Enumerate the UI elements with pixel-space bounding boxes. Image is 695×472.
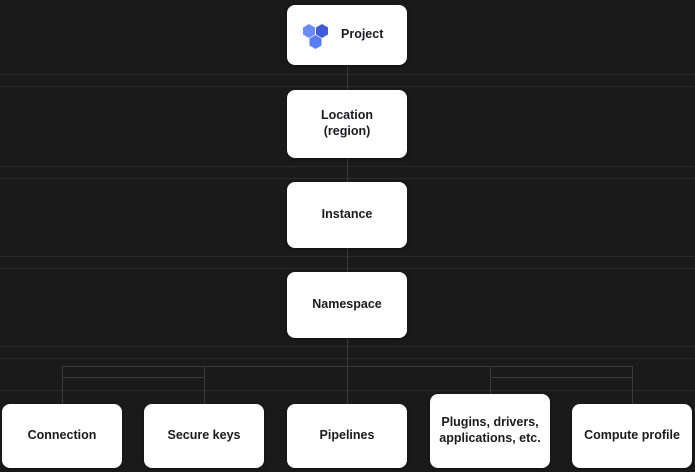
node-label-plugins: Plugins, drivers, applications, etc. (439, 415, 541, 445)
node-connection[interactable]: Connection (2, 404, 122, 468)
node-instance[interactable]: Instance (287, 182, 407, 248)
connector-bus-segment-left (62, 377, 204, 378)
connector-bus-pipelines (347, 366, 348, 404)
node-location[interactable]: Location (region) (287, 90, 407, 158)
connector-bus-segment-right (490, 377, 632, 378)
node-label-connection: Connection (27, 428, 97, 443)
connector-project-location (347, 65, 348, 90)
connector-bus-secure-keys (204, 366, 205, 404)
node-namespace[interactable]: Namespace (287, 272, 407, 338)
node-label-project: Project (341, 27, 384, 42)
node-plugins[interactable]: Plugins, drivers, applications, etc. (430, 394, 550, 468)
node-project[interactable]: Project (287, 5, 407, 65)
connector-location-instance (347, 158, 348, 182)
node-compute-profile[interactable]: Compute profile (572, 404, 692, 468)
node-label-location: Location (region) (320, 108, 374, 138)
node-label-compute-profile: Compute profile (584, 428, 680, 443)
node-pipelines[interactable]: Pipelines (287, 404, 407, 468)
node-label-pipelines: Pipelines (319, 428, 375, 443)
node-label-secure-keys: Secure keys (167, 428, 241, 443)
connector-bus-compute-profile (632, 366, 633, 404)
hexagons-icon (301, 20, 331, 50)
connector-bus-connection (62, 366, 63, 404)
connector-instance-namespace (347, 248, 348, 272)
connector-bus-plugins (490, 366, 491, 394)
node-label-instance: Instance (321, 207, 373, 222)
node-label-namespace: Namespace (312, 297, 382, 312)
connector-namespace-bus (347, 338, 348, 366)
node-secure-keys[interactable]: Secure keys (144, 404, 264, 468)
